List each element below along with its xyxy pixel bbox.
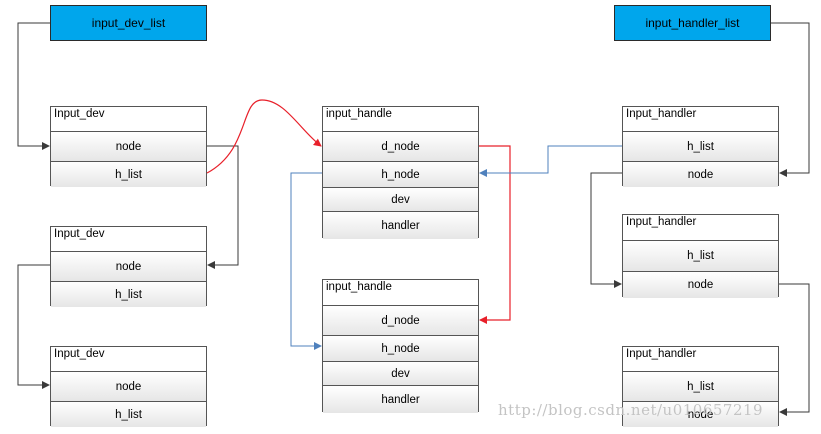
handle-dev-field: dev — [323, 361, 478, 385]
input-handle-box-1: input_handle d_node h_node dev handler — [322, 106, 479, 239]
handler-h-list-field: h_list — [623, 131, 778, 161]
handler-list-link-3 — [779, 283, 810, 416]
input-handler-box-1: Input_handler h_list node — [622, 106, 779, 187]
h-node-to-h-node-link — [290, 172, 322, 350]
input-dev-title: Input_dev — [54, 348, 105, 360]
input-handler-box-2: Input_handler h_list node — [622, 214, 779, 298]
input-handler-title: Input_handler — [626, 348, 697, 360]
dev-list-link-3 — [17, 264, 50, 389]
handle-d-node-field: d_node — [323, 131, 478, 161]
handle-handler-field: handler — [323, 385, 478, 413]
handler-h-list-field: h_list — [623, 371, 778, 401]
dev-h-list-label: h_list — [115, 288, 142, 301]
handler-node-field: node — [623, 401, 778, 427]
handler-node-label: node — [687, 279, 714, 291]
input-dev-box-1: Input_dev node h_list — [50, 106, 207, 187]
input-handle-box-2: input_handle d_node h_node dev handler — [322, 279, 479, 413]
handler-h-list-label: h_list — [687, 250, 714, 262]
input-dev-list-label: input_dev_list — [91, 16, 166, 30]
handle-handler-label: handler — [381, 393, 420, 406]
dev-node-field: node — [51, 131, 206, 161]
handle-d-node-label: d_node — [381, 314, 420, 327]
handle-handler-field: handler — [323, 211, 478, 239]
handle-dev-label: dev — [391, 193, 410, 206]
dev-list-link-2 — [207, 145, 239, 269]
input-dev-list-head: input_dev_list — [50, 5, 207, 41]
handle-d-node-field: d_node — [323, 305, 478, 335]
handle-h-node-label: h_node — [381, 342, 420, 355]
handle-h-node-field: h_node — [323, 335, 478, 361]
input-handler-box-3: Input_handler h_list node — [622, 346, 779, 427]
handle-dev-label: dev — [391, 367, 410, 380]
handler-h-list-field: h_list — [623, 240, 778, 271]
handle-h-node-label: h_node — [381, 168, 420, 181]
input-dev-title: Input_dev — [54, 108, 105, 120]
dev-h-list-field: h_list — [51, 161, 206, 187]
watermark: http://blog.csdn.net/u010657219 — [498, 401, 764, 419]
dev-node-label: node — [115, 380, 142, 393]
handler-node-field: node — [623, 271, 778, 298]
input-dev-box-2: Input_dev node h_list — [50, 226, 207, 307]
handle-d-node-label: d_node — [381, 140, 420, 153]
input-handler-list-head: input_handler_list — [614, 5, 771, 41]
input-dev-title: Input_dev — [54, 228, 105, 240]
handle-handler-label: handler — [381, 219, 420, 232]
input-dev-box-3: Input_dev node h_list — [50, 346, 207, 427]
handle-dev-field: dev — [323, 187, 478, 211]
dev-h-list-label: h_list — [115, 408, 142, 421]
dev-h-list-field: h_list — [51, 281, 206, 307]
dev-h-list-to-d-node-link — [206, 99, 322, 174]
handler-list-link-2 — [590, 172, 622, 288]
dev-node-field: node — [51, 371, 206, 401]
dev-h-list-field: h_list — [51, 401, 206, 427]
handler-list-link-1 — [771, 22, 810, 177]
handler-node-field: node — [623, 161, 778, 187]
handle-h-node-field: h_node — [323, 161, 478, 187]
input-handler-title: Input_handler — [626, 108, 697, 120]
handler-node-label: node — [687, 408, 714, 421]
input-handler-title: Input_handler — [626, 216, 697, 228]
dev-node-label: node — [115, 260, 142, 273]
input-handle-title: input_handle — [326, 108, 392, 120]
handler-h-list-label: h_list — [687, 380, 714, 393]
dev-node-field: node — [51, 251, 206, 281]
input-handle-title: input_handle — [326, 281, 392, 293]
dev-list-link-1 — [17, 22, 50, 150]
dev-h-list-label: h_list — [115, 168, 142, 181]
handler-h-list-label: h_list — [687, 140, 714, 153]
handler-h-list-to-h-node-link — [479, 145, 622, 177]
input-handler-list-label: input_handler_list — [645, 16, 740, 30]
handler-node-label: node — [687, 168, 714, 181]
d-node-to-d-node-link — [479, 145, 511, 324]
dev-node-label: node — [115, 140, 142, 153]
